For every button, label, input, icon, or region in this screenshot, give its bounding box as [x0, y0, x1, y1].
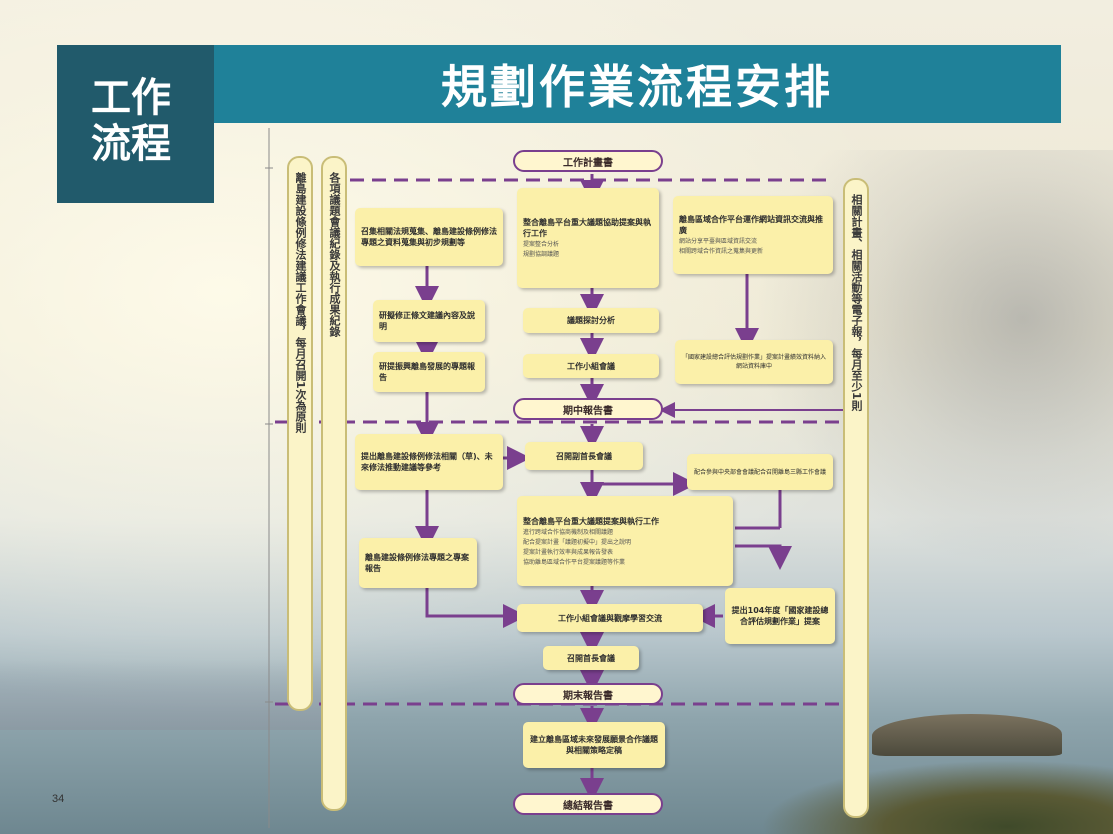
milestone-summary: 總結報告書 [513, 793, 663, 815]
box-integrate-bottom-item-1: 進行跨域合作協商機制及相關議題 [523, 528, 614, 536]
box-integrate-top: 整合離島平台重大議題協助提案與執行工作 提案整合分析 規劃協調議題 [517, 188, 659, 288]
box-propose-104: 提出104年度「國家建設總合評估規劃作業」提案 [725, 588, 835, 644]
box-propose-amend: 提出離島建設條例修法相關（草)、未來修法推動建議等參考 [355, 434, 503, 490]
city-skyline [0, 660, 330, 730]
box-issue-analysis: 議題探討分析 [523, 308, 659, 333]
inner-record-bar-label: 各項議題會議紀錄及執行成果紀錄 [328, 172, 341, 337]
page-number: 34 [52, 793, 65, 805]
box-group-meeting: 工作小組會議 [523, 354, 659, 378]
box-special-report-label: 離島建設條例修法專題之專案報告 [365, 553, 469, 573]
milestone-final-phase: 期末報告書 [513, 683, 663, 705]
box-integrate-bottom-item-4: 協助離島區域合作平台提案議題等作業 [523, 558, 626, 566]
box-propose-104-label: 提出104年度「國家建設總合評估規劃作業」提案 [731, 606, 829, 626]
box-group-exchange: 工作小組會議與觀摩學習交流 [517, 604, 703, 632]
box-integrate-top-title: 整合離島平台重大議題協助提案與執行工作 [523, 218, 651, 238]
box-collect: 召集相關法規蒐集、離島建設條例修法專題之資料蒐集與初步規劃等 [355, 208, 503, 266]
flowchart-connectors [265, 128, 855, 828]
flowchart: 離島建設條例修法建議工作會議，每月召開1次為原則 各項議題會議紀錄及執行成果紀錄… [255, 128, 875, 828]
box-research-report-label: 研提振興離島發展的專題報告 [379, 362, 475, 382]
island-silhouette [872, 714, 1062, 756]
box-national-plan-note-label: 「國家建設總合評估規劃作業」提案計畫績效資料納入網站資料庫中 [681, 354, 826, 370]
box-propose-amend-label: 提出離島建設條例修法相關（草)、未來修法推動建議等參考 [361, 452, 493, 472]
section-label-line2: 流程 [91, 121, 171, 167]
milestone-midterm-label: 期中報告書 [563, 405, 613, 417]
box-research-amend: 研擬修正條文建議內容及說明 [373, 300, 485, 342]
box-integrate-bottom-item-2: 配合提案計畫「議題初擬中」提出之說明 [523, 538, 632, 546]
milestone-midterm: 期中報告書 [513, 398, 663, 420]
box-deputy-meeting: 召開副首長會議 [525, 442, 643, 470]
box-integrate-top-item-1: 提案整合分析 [523, 241, 560, 248]
box-research-report: 研提振興離島發展的專題報告 [373, 352, 485, 392]
box-group-meeting-label: 工作小組會議 [567, 361, 615, 371]
box-national-plan-note: 「國家建設總合評估規劃作業」提案計畫績效資料納入網站資料庫中 [675, 340, 833, 384]
box-group-exchange-label: 工作小組會議與觀摩學習交流 [558, 613, 662, 623]
section-label-line1: 工作 [91, 75, 171, 121]
box-integrate-bottom-title: 整合離島平台重大議題提案與執行工作 [523, 516, 659, 526]
box-collect-label: 召集相關法規蒐集、離島建設條例修法專題之資料蒐集與初步規劃等 [361, 227, 497, 247]
milestone-work-plan: 工作計畫書 [513, 150, 663, 172]
box-integrate-bottom: 整合離島平台重大議題提案與執行工作 進行跨域合作協商機制及相關議題 配合提案計畫… [517, 496, 733, 586]
outer-meeting-bar-label: 離島建設條例修法建議工作會議，每月召開1次為原則 [294, 172, 307, 433]
box-platform-item-1: 網站分享平臺與區域資訊交流 [679, 238, 758, 245]
title-bar: 規劃作業流程安排 [213, 45, 1061, 123]
box-special-report: 離島建設條例修法專題之專案報告 [359, 538, 477, 588]
box-research-amend-label: 研擬修正條文建議內容及說明 [379, 311, 475, 331]
box-chief-meeting: 召開首長會議 [543, 646, 639, 670]
inner-record-bar: 各項議題會議紀錄及執行成果紀錄 [321, 156, 347, 811]
box-attend-note-label: 配合參與中央部會會議配合召開離島三縣工作會議 [693, 468, 826, 476]
box-deputy-meeting-label: 召開副首長會議 [556, 451, 612, 461]
box-integrate-top-item-2: 規劃協調議題 [523, 251, 560, 258]
box-platform-item-2: 相關跨域合作資訊之蒐集與更新 [679, 248, 764, 255]
box-platform-title: 離島區域合作平台運作網站資訊交流與推廣 [679, 215, 823, 235]
milestone-work-plan-label: 工作計畫書 [563, 157, 613, 169]
box-integrate-bottom-item-3: 提案計畫執行效率與成果報告發表 [523, 548, 614, 556]
foliage-foreground [760, 760, 1113, 834]
box-chief-meeting-label: 召開首長會議 [567, 653, 615, 663]
outer-meeting-bar: 離島建設條例修法建議工作會議，每月召開1次為原則 [287, 156, 313, 711]
milestone-final-phase-label: 期末報告書 [563, 690, 613, 702]
right-newsletter-bar-label: 相關計畫、相關活動等電子報，每月至少1則 [850, 194, 863, 411]
box-attend-note: 配合參與中央部會會議配合召開離島三縣工作會議 [687, 454, 833, 490]
slide-title: 規劃作業流程安排 [441, 60, 833, 114]
box-issue-analysis-label: 議題探討分析 [567, 316, 615, 325]
box-final-strategy: 建立離島區域未來發展願景合作議題與相關策略定稿 [523, 722, 665, 768]
right-newsletter-bar: 相關計畫、相關活動等電子報，每月至少1則 [843, 178, 869, 818]
milestone-summary-label: 總結報告書 [563, 800, 613, 812]
section-label-box: 工作 流程 [57, 45, 214, 203]
box-platform: 離島區域合作平台運作網站資訊交流與推廣 網站分享平臺與區域資訊交流 相關跨域合作… [673, 196, 833, 274]
box-final-strategy-label: 建立離島區域未來發展願景合作議題與相關策略定稿 [530, 735, 658, 755]
